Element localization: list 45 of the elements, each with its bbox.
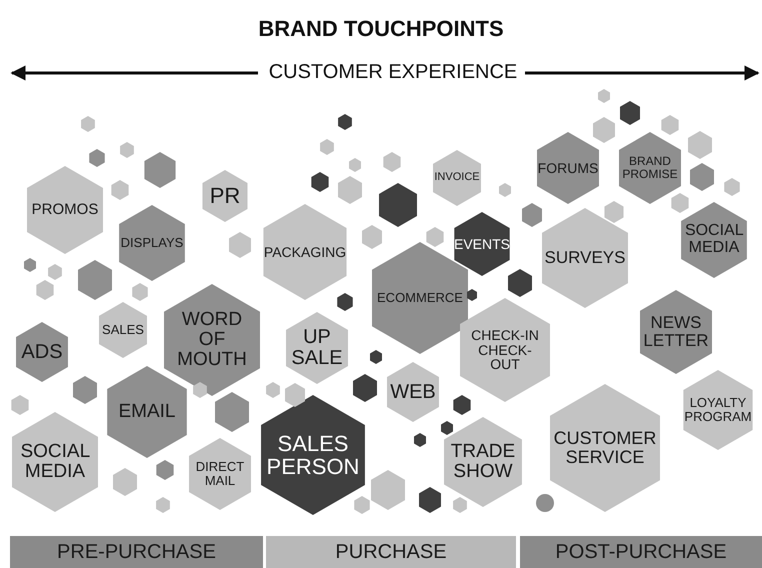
page-title: BRAND TOUCHPOINTS	[257, 16, 505, 42]
hexagon-tile	[362, 225, 382, 249]
hexagon-tile	[338, 114, 352, 130]
hexagon-tile	[284, 383, 306, 407]
hexagon-tile	[111, 180, 129, 200]
hexagon-tile	[156, 460, 174, 480]
hexagon-tile	[418, 487, 442, 513]
hexagon-tile	[522, 203, 542, 227]
hexagon-tile	[214, 392, 250, 432]
hexagon-tile	[671, 193, 689, 213]
hexagon-tile	[348, 158, 362, 172]
hexagon-tile	[156, 497, 170, 513]
hexagon-tile	[81, 116, 95, 132]
hexagon-tile	[89, 149, 105, 167]
stage-band: PURCHASE	[266, 536, 516, 568]
hexagon-tile	[228, 232, 252, 258]
hexagon-tile	[36, 280, 54, 300]
hexagon-tile	[661, 115, 679, 135]
hexagon-tile	[383, 152, 401, 172]
hexagon-tile	[508, 269, 532, 297]
hexagon-tile	[337, 293, 353, 311]
hexagon-tile	[440, 421, 454, 435]
hexagon-tile	[426, 227, 444, 247]
hexagon-tile	[132, 283, 148, 301]
hexagon-tile	[11, 395, 29, 415]
hexagon-tile	[370, 350, 382, 364]
hexagon-tile	[266, 382, 280, 398]
hexagon-tile	[414, 433, 426, 447]
stage-band: PRE-PURCHASE	[10, 536, 263, 568]
hexagon-tile	[453, 395, 471, 415]
hexagon-tile	[592, 117, 616, 143]
hexagon-tile	[620, 101, 640, 125]
hexagon-tile	[498, 183, 512, 197]
hexagon-tile	[453, 497, 467, 513]
hexagon-tile	[354, 496, 370, 514]
hexagon-tile	[604, 201, 624, 223]
hexagon-tile	[598, 89, 610, 103]
hexagon-tile	[48, 264, 62, 280]
hexagon-tile	[120, 142, 134, 158]
hexagon-tile	[24, 258, 36, 272]
axis-label: CUSTOMER EXPERIENCE	[268, 61, 518, 84]
hexagon-tile	[311, 172, 329, 192]
hexagon-tile	[724, 178, 740, 196]
stage-band: POST-PURCHASE	[520, 536, 762, 568]
hexagon-tile	[320, 139, 334, 155]
